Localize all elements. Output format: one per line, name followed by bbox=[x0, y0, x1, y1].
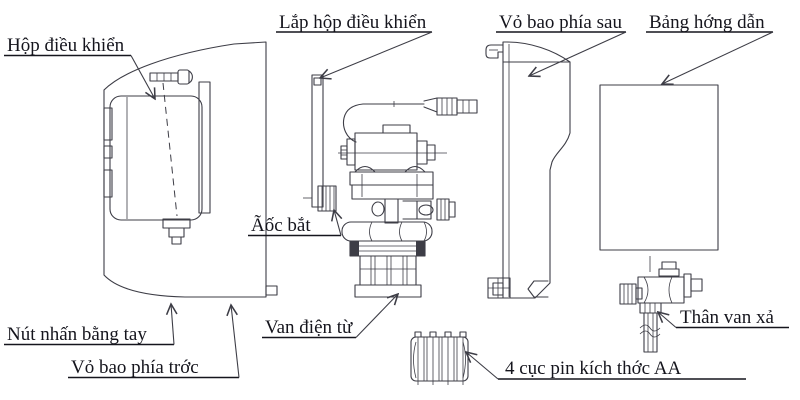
callout-flush-valve-body: Thân van xả bbox=[658, 307, 789, 329]
front-cover-label: Vỏ bao phía trớc bbox=[71, 357, 199, 378]
bottom-connector-drawing bbox=[162, 218, 191, 245]
mount-control-box-label: Lắp hộp điều khiển bbox=[279, 12, 427, 33]
leader-arrow bbox=[662, 31, 774, 84]
callout-mount-control-box: Lắp hộp điều khiển bbox=[276, 12, 433, 78]
coupling-nut-drawing bbox=[639, 302, 662, 314]
leader-arrow bbox=[355, 294, 398, 338]
solenoid-valve-drawing bbox=[338, 97, 478, 298]
leader-arrow bbox=[529, 31, 627, 76]
callout-front-cover: Vỏ bao phía trớc bbox=[68, 305, 240, 379]
manual-wheel-drawing bbox=[619, 283, 643, 305]
mounting-nut-label: Ãốc bắt bbox=[251, 214, 311, 236]
top-screw-drawing bbox=[149, 69, 193, 85]
callout-manual-push-button: Nút nhấn bằng tay bbox=[4, 304, 174, 346]
callout-rear-cover: Vỏ bao phía sau bbox=[496, 12, 627, 76]
leader-arrow bbox=[466, 352, 499, 380]
mounting-nut-drawing bbox=[317, 185, 337, 212]
rear-cover-drawing bbox=[485, 41, 571, 299]
leader-arrow bbox=[658, 312, 677, 328]
mount-bracket-drawing bbox=[303, 74, 337, 212]
cable-connector-drawing bbox=[342, 97, 478, 143]
solenoid-valve-label: Van điện từ bbox=[265, 317, 353, 338]
instruction-sheet-drawing bbox=[599, 84, 719, 251]
leader-arrow bbox=[231, 305, 240, 378]
leader-arrow bbox=[334, 210, 341, 236]
rear-cover-label: Vỏ bao phía sau bbox=[499, 12, 622, 33]
front-cover-drawing bbox=[103, 41, 278, 298]
cover-latch-tab bbox=[103, 169, 113, 198]
instruction-sheet-label: Bảng hớng dẫn bbox=[649, 12, 765, 33]
control-box-drawing bbox=[109, 69, 211, 245]
leader-arrow bbox=[130, 55, 155, 100]
leader-arrow bbox=[320, 31, 433, 78]
cover-latch-tab bbox=[103, 145, 113, 159]
callout-instruction-sheet: Bảng hớng dẫn bbox=[646, 12, 774, 84]
cover-foot-drawing bbox=[487, 277, 549, 299]
manual-push-button-label: Nút nhấn bằng tay bbox=[7, 324, 147, 345]
leader-arrow bbox=[171, 304, 174, 345]
callout-mounting-nut: Ãốc bắt bbox=[248, 210, 341, 237]
callouts: Hộp điều khiển Lắp hộp điều khiển Vỏ bao… bbox=[4, 12, 789, 380]
callout-control-box: Hộp điều khiển bbox=[4, 35, 155, 99]
drain-pipe-drawing bbox=[639, 312, 661, 353]
flush-valve-drawing bbox=[619, 256, 703, 353]
battery-pack-drawing bbox=[410, 331, 469, 385]
callout-solenoid-valve: Van điện từ bbox=[262, 294, 398, 339]
hose-fitting-drawing bbox=[402, 198, 456, 221]
cover-latch-tab bbox=[103, 107, 113, 141]
cover-side-tab bbox=[265, 285, 278, 296]
battery-pack-label: 4 cục pin kích thớc AA bbox=[505, 358, 682, 379]
flush-valve-body-label: Thân van xả bbox=[680, 307, 774, 328]
callout-battery-pack: 4 cục pin kích thớc AA bbox=[466, 352, 746, 380]
control-box-label: Hộp điều khiển bbox=[7, 35, 125, 56]
hanger-hook-drawing bbox=[485, 44, 504, 59]
hidden-line bbox=[162, 82, 178, 217]
